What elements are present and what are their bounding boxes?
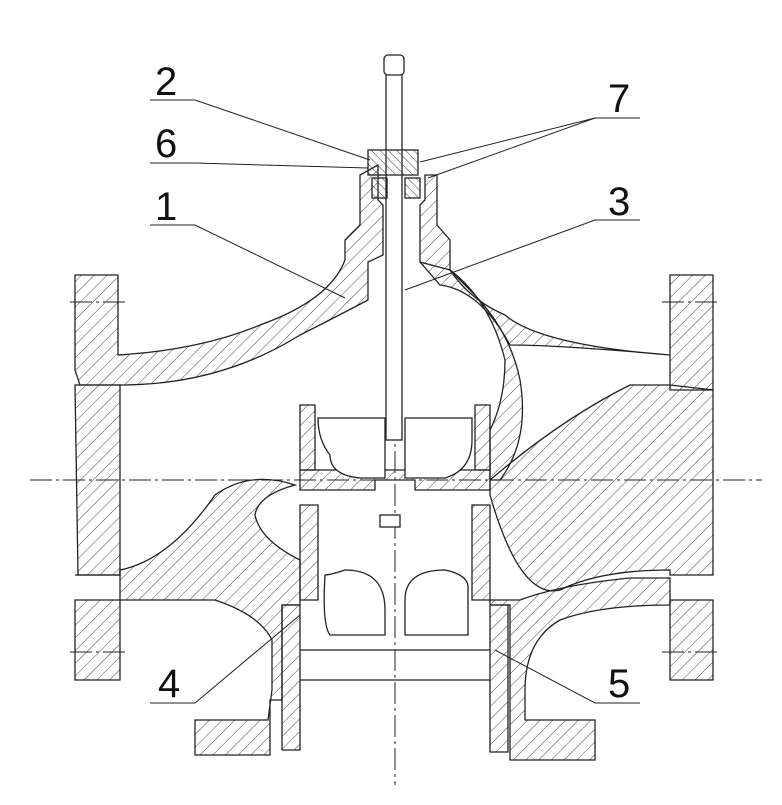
callout-6: 6 bbox=[155, 122, 177, 166]
callout-1: 1 bbox=[155, 185, 177, 229]
stem bbox=[367, 54, 421, 528]
callout-3: 3 bbox=[608, 180, 630, 224]
plug-openings bbox=[317, 417, 473, 636]
callout-7: 7 bbox=[608, 77, 630, 121]
callout-5: 5 bbox=[608, 662, 630, 706]
callouts: 2 6 1 7 3 4 5 bbox=[155, 60, 630, 706]
leader-lines bbox=[150, 99, 640, 704]
valve-body bbox=[74, 163, 714, 761]
callout-2: 2 bbox=[155, 60, 177, 104]
callout-4: 4 bbox=[158, 662, 180, 706]
